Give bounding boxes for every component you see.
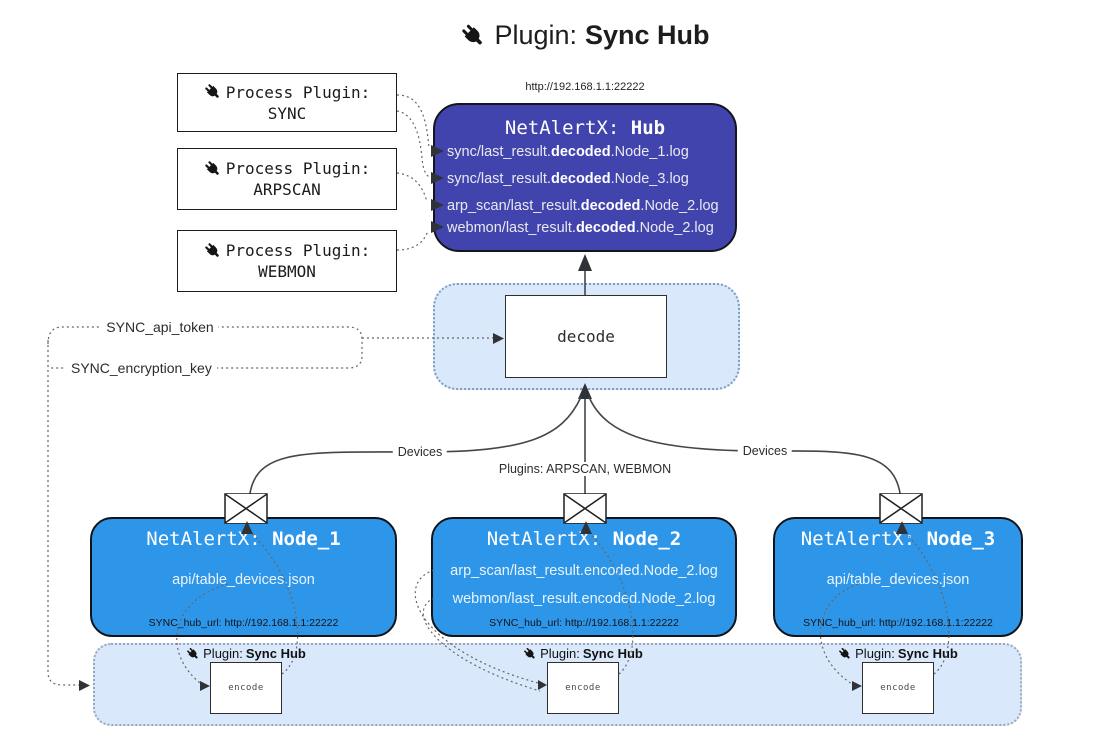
hub-log-3: arp_scan/last_result.decoded.Node_2.log — [447, 198, 719, 214]
process-plugin-name: ARPSCAN — [253, 180, 321, 199]
encode-box-2: encode — [547, 662, 619, 714]
process-plugin-label: Process Plugin: — [225, 82, 371, 102]
hub-log-4: webmon/last_result.decoded.Node_2.log — [447, 220, 714, 236]
encoder-2-label: Plugin: Sync Hub — [523, 646, 643, 661]
page-title-text: Plugin: — [494, 20, 578, 50]
node-hub-url: SYNC_hub_url: http://192.168.1.1:22222 — [803, 617, 993, 629]
encode-box-1: encode — [210, 662, 282, 714]
hub-log-1: sync/last_result.decoded.Node_1.log — [447, 144, 689, 160]
plug-icon — [204, 160, 222, 178]
node-file: arp_scan/last_result.encoded.Node_2.log — [450, 563, 718, 579]
page-title: Plugin: Sync Hub — [460, 20, 710, 51]
node-hub-url: SYNC_hub_url: http://192.168.1.1:22222 — [489, 617, 679, 629]
node-1-box: NetAlertX: Node_1 api/table_devices.json… — [90, 517, 397, 637]
setting-sync-api-token: SYNC_api_token — [101, 319, 219, 335]
plug-icon — [838, 647, 852, 661]
process-plugin-name: WEBMON — [258, 262, 316, 281]
edge-label-devices-left: Devices — [392, 445, 448, 459]
encode-box-3: encode — [862, 662, 934, 714]
node-file: webmon/last_result.encoded.Node_2.log — [452, 591, 716, 607]
process-plugin-arpscan: Process Plugin: ARPSCAN — [177, 148, 397, 210]
hub-url-label: http://192.168.1.1:22222 — [525, 81, 645, 93]
node-2-box: NetAlertX: Node_2 arp_scan/last_result.e… — [431, 517, 737, 637]
plug-icon — [204, 242, 222, 260]
plug-icon — [523, 647, 537, 661]
process-plugin-sync: Process Plugin: SYNC — [177, 73, 397, 132]
edge-label-devices-right: Devices — [737, 444, 793, 458]
plugin-to-hub-connectors — [396, 94, 431, 251]
edge-label-plugins: Plugins: ARPSCAN, WEBMON — [493, 462, 677, 476]
node-title: NetAlertX: Node_1 — [146, 528, 341, 550]
decode-box: decode — [505, 295, 667, 378]
encoder-1-label: Plugin: Sync Hub — [186, 646, 306, 661]
plug-icon — [186, 647, 200, 661]
node-file: api/table_devices.json — [172, 572, 315, 588]
node-file: api/table_devices.json — [826, 572, 970, 588]
setting-sync-encryption-key: SYNC_encryption_key — [66, 360, 217, 376]
hub-log-2: sync/last_result.decoded.Node_3.log — [447, 171, 689, 187]
process-plugin-webmon: Process Plugin: WEBMON — [177, 230, 397, 292]
node-title: NetAlertX: Node_3 — [800, 528, 996, 550]
hub-title-bold: Hub — [630, 117, 666, 139]
hub-title: NetAlertX: Hub — [435, 117, 735, 139]
encoder-3-label: Plugin: Sync Hub — [838, 646, 958, 661]
hub-title-plain: NetAlertX: — [504, 117, 631, 139]
plug-icon — [460, 23, 486, 49]
plug-icon — [204, 83, 222, 101]
node-title: NetAlertX: Node_2 — [486, 528, 682, 550]
node-3-box: NetAlertX: Node_3 api/table_devices.json… — [773, 517, 1023, 637]
process-plugin-name: SYNC — [267, 103, 307, 123]
node-hub-url: SYNC_hub_url: http://192.168.1.1:22222 — [148, 617, 339, 629]
process-plugin-label: Process Plugin: — [225, 159, 371, 178]
hub-box: NetAlertX: Hub sync/last_result.decoded.… — [433, 103, 737, 252]
page-title-bold: Sync Hub — [585, 20, 710, 50]
process-plugin-label: Process Plugin: — [225, 241, 371, 260]
